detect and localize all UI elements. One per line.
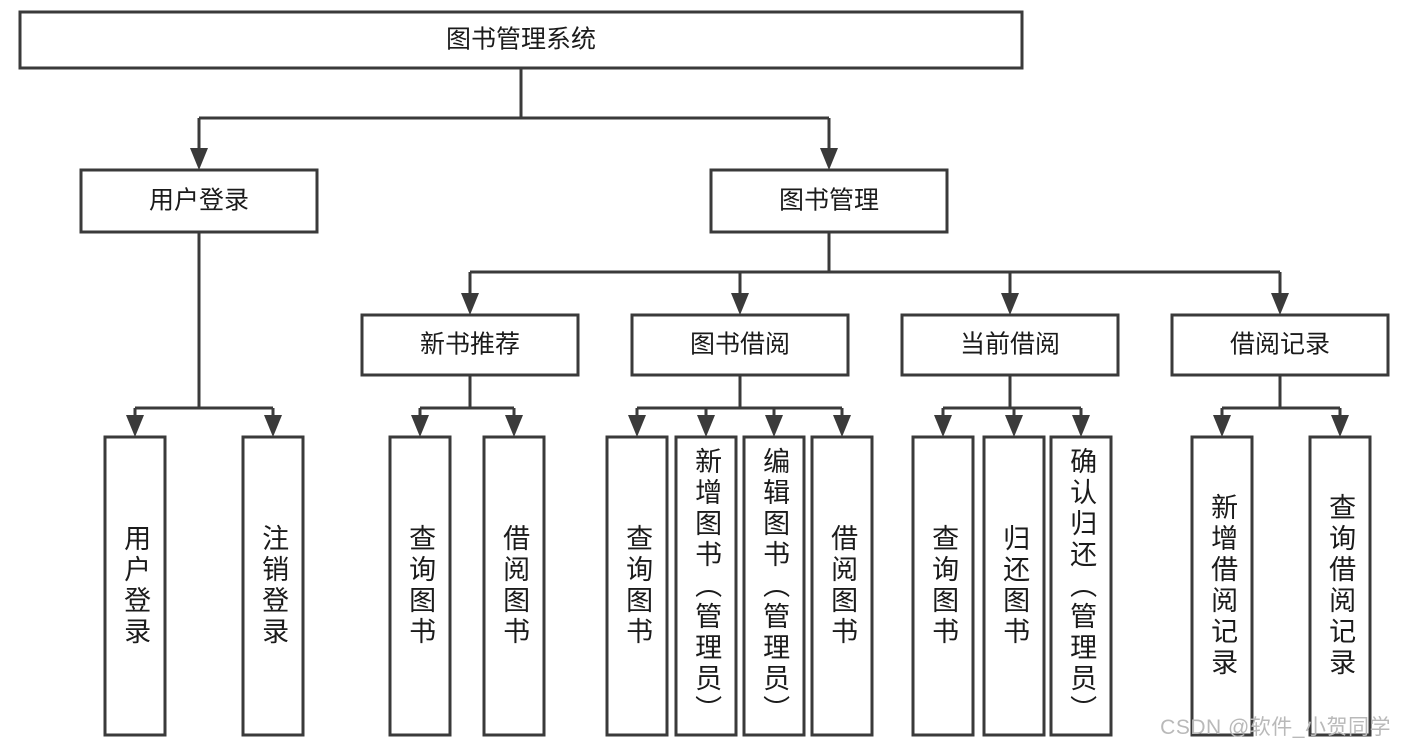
- node-label-level3-3: 借阅记录: [1230, 331, 1330, 359]
- arrowhead-leaf-3-2: [1072, 415, 1090, 437]
- node-box-level3-3[interactable]: [1170, 313, 1390, 377]
- arrowhead-mgmt-child-1: [731, 293, 749, 315]
- node-box-leaf-3[interactable]: [482, 435, 546, 737]
- arrowhead-mgmt-child-2: [1001, 293, 1019, 315]
- arrowhead-leaf-4-0: [1213, 415, 1231, 437]
- node-box-leaf-5[interactable]: [674, 435, 738, 737]
- arrowhead-leaf-2-0: [628, 415, 646, 437]
- node-box-level3-1[interactable]: [630, 313, 850, 377]
- node-box-leaf-2[interactable]: [388, 435, 452, 737]
- node-box-level3-2[interactable]: [900, 313, 1120, 377]
- arrowhead-leaf-0-0: [126, 415, 144, 437]
- arrowhead-root-child-1: [820, 148, 838, 170]
- node-box-level3-0[interactable]: [360, 313, 580, 377]
- node-box-level2-0[interactable]: [79, 168, 319, 234]
- node-box-level2-1[interactable]: [709, 168, 949, 234]
- node-box-leaf-7[interactable]: [810, 435, 874, 737]
- node-box-leaf-1[interactable]: [241, 435, 305, 737]
- arrowhead-mgmt-child-0: [461, 293, 479, 315]
- arrowhead-leaf-2-2: [765, 415, 783, 437]
- node-box-leaf-8[interactable]: [911, 435, 975, 737]
- node-label-level3-1: 图书借阅: [690, 331, 790, 359]
- connector-layer: [126, 68, 1349, 437]
- arrowhead-leaf-2-3: [833, 415, 851, 437]
- node-label-level3-2: 当前借阅: [960, 331, 1060, 359]
- node-box-leaf-9[interactable]: [982, 435, 1046, 737]
- arrowhead-leaf-4-1: [1331, 415, 1349, 437]
- node-box-root[interactable]: [18, 10, 1024, 70]
- node-label-level3-0: 新书推荐: [420, 331, 520, 359]
- node-box-leaf-11[interactable]: [1190, 435, 1254, 737]
- node-box-leaf-0[interactable]: [103, 435, 167, 737]
- arrowhead-leaf-1-0: [411, 415, 429, 437]
- node-box-leaf-12[interactable]: [1308, 435, 1372, 737]
- node-label-level2-1: 图书管理: [779, 187, 879, 215]
- arrowhead-root-child-0: [190, 148, 208, 170]
- node-box-layer: [18, 10, 1390, 737]
- arrowhead-leaf-1-1: [505, 415, 523, 437]
- node-label-level2-0: 用户登录: [149, 187, 249, 215]
- node-box-leaf-4[interactable]: [605, 435, 669, 737]
- arrowhead-leaf-2-1: [697, 415, 715, 437]
- arrowhead-mgmt-child-3: [1271, 293, 1289, 315]
- arrowhead-leaf-0-1: [264, 415, 282, 437]
- arrowhead-leaf-3-1: [1005, 415, 1023, 437]
- node-box-leaf-10[interactable]: [1049, 435, 1113, 737]
- node-box-leaf-6[interactable]: [742, 435, 806, 737]
- arrowhead-leaf-3-0: [934, 415, 952, 437]
- node-label-root: 图书管理系统: [446, 26, 596, 54]
